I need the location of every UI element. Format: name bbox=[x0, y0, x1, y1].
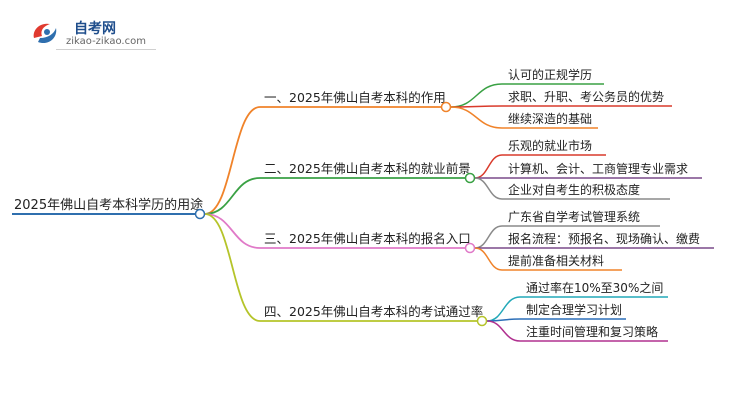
leaf-node-label-1-1: 认可的正规学历 bbox=[508, 67, 592, 82]
site-logo[interactable]: 自考网 zikao-zikao.com bbox=[30, 18, 156, 52]
branch-node-label-4: 四、2025年佛山自考本科的考试通过率 bbox=[264, 304, 483, 319]
leaf-node-label-2-3: 企业对自考生的积极态度 bbox=[508, 182, 640, 197]
branch-toggle-1[interactable] bbox=[440, 101, 452, 113]
logo-subtitle: zikao-zikao.com bbox=[66, 36, 146, 47]
logo-title: 自考网 bbox=[74, 21, 116, 37]
branch-toggle-3[interactable] bbox=[464, 242, 476, 254]
logo-divider bbox=[56, 49, 156, 50]
leaf-node-label-3-2: 报名流程：预报名、现场确认、缴费 bbox=[508, 231, 700, 246]
logo-emblem-icon bbox=[33, 23, 57, 44]
branch-connector-1 bbox=[204, 106, 261, 215]
root-toggle[interactable] bbox=[194, 208, 206, 220]
branch-node-label-2: 二、2025年佛山自考本科的就业前景 bbox=[264, 161, 471, 176]
leaf-connector-4-1 bbox=[486, 296, 521, 322]
branch-toggle-4[interactable] bbox=[476, 315, 488, 327]
leaf-connector-1-1 bbox=[450, 83, 503, 108]
branch-connector-3 bbox=[204, 213, 261, 249]
branch-node-label-1: 一、2025年佛山自考本科的作用 bbox=[264, 90, 446, 105]
leaf-connector-4-3 bbox=[486, 320, 521, 342]
leaf-node-label-1-2: 求职、升职、考公务员的优势 bbox=[508, 89, 664, 104]
leaf-node-label-4-3: 注重时间管理和复习策略 bbox=[526, 324, 658, 339]
root-node-label: 2025年佛山自考本科学历的用途 bbox=[14, 197, 203, 213]
leaf-node-label-2-2: 计算机、会计、工商管理专业需求 bbox=[508, 161, 688, 176]
branch-toggle-2[interactable] bbox=[464, 172, 476, 184]
leaf-connector-2-1 bbox=[474, 154, 503, 179]
leaf-connector-3-3 bbox=[474, 247, 503, 271]
leaf-node-label-2-1: 乐观的就业市场 bbox=[508, 138, 592, 153]
branch-connector-4 bbox=[204, 213, 261, 322]
branch-node-label-3: 三、2025年佛山自考本科的报名入口 bbox=[264, 231, 471, 246]
leaf-node-label-1-3: 继续深造的基础 bbox=[508, 111, 592, 126]
leaf-connector-3-1 bbox=[474, 225, 503, 249]
leaf-node-label-3-3: 提前准备相关材料 bbox=[508, 253, 604, 268]
leaf-connector-1-3 bbox=[450, 106, 503, 129]
leaf-node-label-4-1: 通过率在10%至30%之间 bbox=[526, 280, 663, 295]
leaf-connector-2-3 bbox=[474, 177, 503, 200]
leaf-node-label-4-2: 制定合理学习计划 bbox=[526, 302, 622, 317]
leaf-node-label-3-1: 广东省自学考试管理系统 bbox=[508, 209, 640, 224]
branch-connector-2 bbox=[204, 177, 261, 215]
